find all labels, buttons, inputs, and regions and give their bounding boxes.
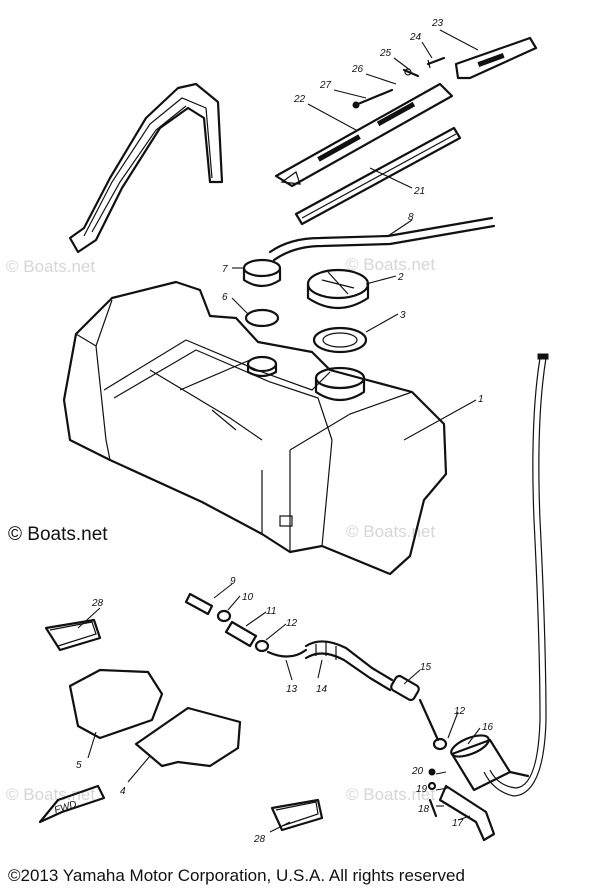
callout-2: 2 xyxy=(397,272,404,283)
callout-28a: 28 xyxy=(91,598,104,609)
bolt-27 xyxy=(352,88,394,109)
valve-15 xyxy=(390,674,440,742)
callout-24: 24 xyxy=(409,32,422,43)
callout-21: 21 xyxy=(413,186,425,197)
pad-4 xyxy=(134,706,242,768)
copyright-notice: ©2013 Yamaha Motor Corporation, U.S.A. A… xyxy=(8,866,465,885)
callout-numbers: 23 24 25 26 27 22 21 8 7 6 2 3 1 9 10 11… xyxy=(76,18,494,845)
clamp-10 xyxy=(216,609,232,623)
o-ring-6 xyxy=(244,308,280,328)
callout-25: 25 xyxy=(379,48,392,59)
hose-14 xyxy=(304,640,394,692)
callout-15: 15 xyxy=(420,662,432,673)
leader-lines xyxy=(77,29,481,833)
callout-12a: 12 xyxy=(286,618,298,629)
bolt-25 xyxy=(402,68,420,78)
fuel-line xyxy=(483,353,549,797)
watermark: © Boats.net xyxy=(346,522,435,541)
gasket-3 xyxy=(312,326,368,354)
breather-hose-8 xyxy=(268,216,496,262)
clamp-12b xyxy=(432,737,448,751)
callout-20: 20 xyxy=(411,766,424,777)
watermark: © Boats.net xyxy=(6,257,95,276)
joint-11 xyxy=(224,620,258,648)
callout-9: 9 xyxy=(230,576,236,587)
callout-5: 5 xyxy=(76,760,82,771)
watermark-dark: © Boats.net xyxy=(8,524,108,545)
callout-28b: 28 xyxy=(253,834,266,845)
callout-17: 17 xyxy=(452,818,464,829)
strap-22 xyxy=(274,82,454,188)
bracket-28-lower xyxy=(270,798,324,832)
callout-8: 8 xyxy=(408,212,414,223)
vent-cap-7 xyxy=(242,258,282,288)
fitting-9 xyxy=(184,592,214,616)
filter-16 xyxy=(450,734,530,792)
callout-23: 23 xyxy=(431,18,444,29)
strap-21 xyxy=(294,126,462,226)
callout-18: 18 xyxy=(418,804,430,815)
callout-6: 6 xyxy=(222,292,228,303)
hose-13 xyxy=(266,648,308,658)
callout-12b: 12 xyxy=(454,706,466,717)
watermark: © Boats.net xyxy=(346,785,435,804)
callout-11: 11 xyxy=(266,606,276,617)
callout-26: 26 xyxy=(351,64,364,75)
callout-27: 27 xyxy=(319,80,332,91)
callout-4: 4 xyxy=(120,786,126,797)
fuel-tank-1 xyxy=(62,280,448,576)
callout-1: 1 xyxy=(478,394,484,405)
callout-19: 19 xyxy=(416,784,428,795)
fasteners-18-20 xyxy=(427,768,438,818)
callout-16: 16 xyxy=(482,722,494,733)
clamp-12 xyxy=(254,639,270,653)
bracket-28-upper xyxy=(44,618,102,652)
pad-5 xyxy=(68,668,164,740)
filler-cap-2 xyxy=(306,268,370,309)
bolt-24 xyxy=(426,56,446,69)
callout-10: 10 xyxy=(242,592,254,603)
callout-3: 3 xyxy=(400,310,406,321)
watermark: © Boats.net xyxy=(6,785,95,804)
callout-14: 14 xyxy=(316,684,328,695)
tank-bracket xyxy=(68,82,224,254)
watermark: © Boats.net xyxy=(346,255,435,274)
bracket-17 xyxy=(438,784,496,842)
strap-23 xyxy=(454,36,538,80)
callout-13: 13 xyxy=(286,684,298,695)
callout-7: 7 xyxy=(222,264,228,275)
callout-22: 22 xyxy=(293,94,306,105)
